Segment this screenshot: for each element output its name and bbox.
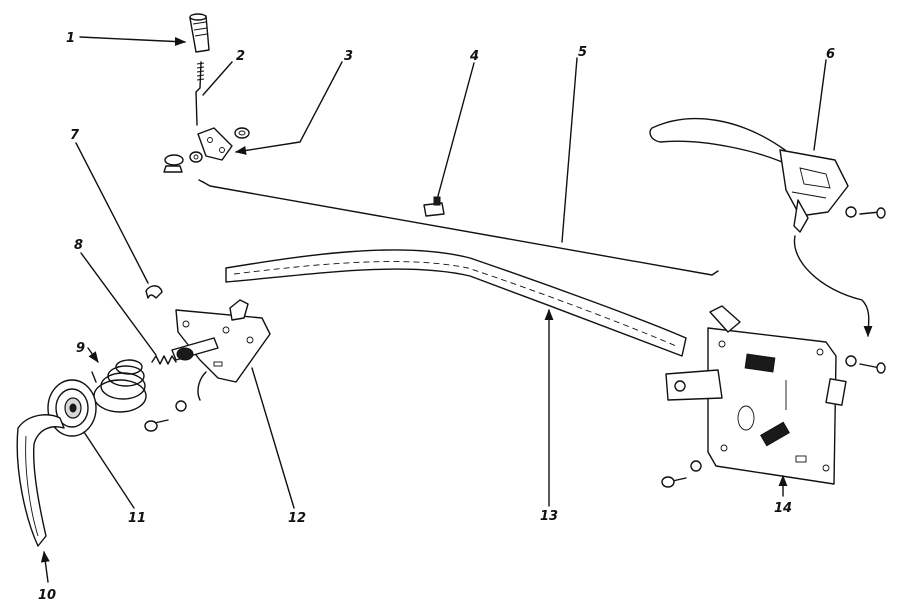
conical-spring — [91, 359, 147, 413]
lever-handle — [16, 414, 65, 547]
callout-8: 8 — [74, 238, 83, 253]
rod-clip — [423, 196, 445, 217]
inside-door-handle — [649, 117, 886, 338]
callout-11: 11 — [128, 511, 146, 526]
callout-3: 3 — [344, 49, 353, 64]
lock-button-knob — [189, 13, 210, 53]
slotted-strap — [225, 249, 687, 357]
callout-6: 6 — [826, 47, 835, 62]
callout-4: 4 — [469, 49, 479, 64]
callout-12: 12 — [288, 511, 306, 526]
leader-lines — [40, 36, 827, 583]
small-spring — [151, 355, 177, 365]
callout-9: 9 — [76, 341, 85, 356]
remote-lock-plate — [144, 299, 271, 432]
callout-labels: 1 2 3 4 5 6 7 8 9 10 11 12 13 14 — [38, 31, 835, 603]
callout-13: 13 — [540, 509, 558, 524]
callout-5: 5 — [578, 45, 587, 60]
callout-14: 14 — [774, 501, 792, 516]
spring-clip — [145, 285, 163, 299]
escutcheon-rosette — [47, 379, 97, 437]
link-rod — [198, 179, 719, 276]
callout-7: 7 — [70, 128, 80, 143]
callout-10: 10 — [38, 588, 56, 603]
callout-2: 2 — [236, 49, 245, 64]
pull-rod — [195, 61, 205, 126]
door-lock-body — [661, 305, 886, 488]
callout-1: 1 — [66, 31, 75, 46]
bellcrank-plate — [163, 127, 250, 173]
